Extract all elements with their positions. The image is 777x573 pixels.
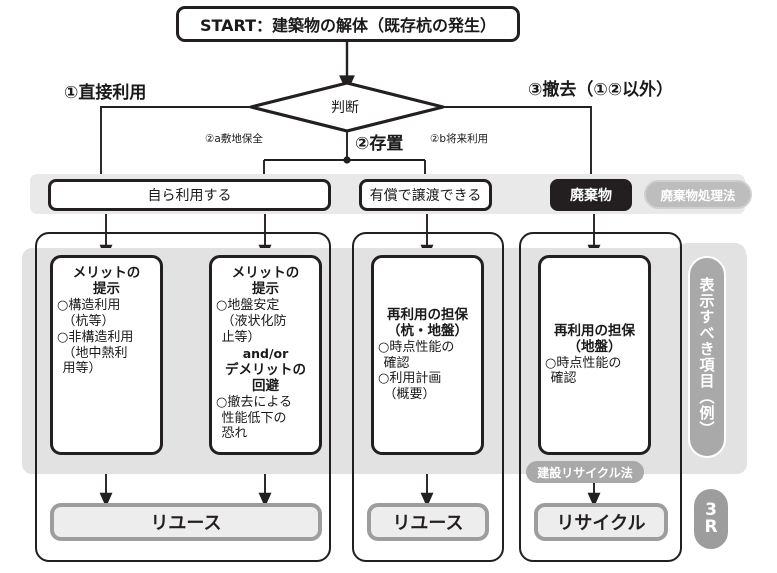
card2-item2-1: 性能低下の xyxy=(221,410,287,426)
card3-item-0: ○時点性能の xyxy=(378,339,455,355)
card3-item-1: 確認 xyxy=(383,355,410,371)
result-label-1: リユース xyxy=(392,513,464,534)
card2-item-2: 止等） xyxy=(221,329,261,345)
card1-item-3: （地中熱利 xyxy=(62,345,128,361)
card1-item-0: ○構造利用 xyxy=(57,297,121,313)
branch-label-removal: ③撤去（①②以外） xyxy=(528,80,674,100)
box-waste: 廃棄物 xyxy=(550,179,632,211)
card1-item-1: （杭等） xyxy=(62,313,115,329)
card1-heading-line2: 提示 xyxy=(93,281,120,298)
card2-heading-line2: 提示 xyxy=(252,281,279,298)
branch-label-direct-use: ①直接利用 xyxy=(64,83,147,103)
card2-item-0: ○地盤安定 xyxy=(216,297,280,313)
card1-item-4: 用等） xyxy=(62,361,102,377)
card3-item-2: ○利用計画 xyxy=(378,371,442,387)
card2-connector: and/or xyxy=(242,345,289,361)
card3-heading-line2: （杭・地盤） xyxy=(387,323,468,340)
card3-item-3: （概要） xyxy=(383,387,436,403)
card4-item-1: 確認 xyxy=(550,371,577,387)
branch-label-keep: ②存置 xyxy=(355,134,404,154)
start-box: START：建築物の解体（既存杭の発生） xyxy=(176,6,520,42)
card4-heading-line1: 再利用の担保 xyxy=(554,322,635,339)
box-self-use: 自ら利用する xyxy=(48,179,331,211)
group-frame-reuse-transfer xyxy=(352,232,504,562)
group-frame-recycle xyxy=(519,232,682,562)
detail-card-reuse-assurance-pile-ground: 再利用の担保 （杭・地盤） ○時点性能の 確認 ○利用計画 （概要） xyxy=(371,255,484,455)
pill-construction-recycling-law: 建設リサイクル法 xyxy=(526,461,644,483)
pill-3r-line1: 3 xyxy=(705,500,717,520)
decision-node: 判断 xyxy=(290,92,400,122)
detail-card-merit-ground: メリットの 提示 ○地盤安定 （液状化防 止等） and/or デメリットの 回… xyxy=(209,255,322,455)
pill-display-items-label: 表示すべき項目（例） xyxy=(697,277,716,437)
pill-3r: 3 R xyxy=(694,489,728,549)
card2-item2-2: 恐れ xyxy=(221,426,248,442)
pill-display-items: 表示すべき項目（例） xyxy=(688,256,726,458)
card2-item2-0: ○撤去による xyxy=(216,394,292,410)
card2-heading-line1: メリットの xyxy=(231,265,300,281)
pill-construction-recycling-law-label: 建設リサイクル法 xyxy=(537,465,633,480)
card2-item-1: （液状化防 xyxy=(221,313,287,329)
card1-item-2: ○非構造利用 xyxy=(57,329,134,345)
pill-waste-disposal-law: 廃棄物処理法 xyxy=(644,180,752,209)
detail-card-reuse-assurance-ground: 再利用の担保 （地盤） ○時点性能の 確認 xyxy=(538,255,651,455)
decision-label: 判断 xyxy=(331,100,359,116)
detail-card-merit-structural: メリットの 提示 ○構造利用 （杭等） ○非構造利用 （地中熱利 用等） xyxy=(50,255,163,455)
branch-label-keep-b: ②b将来利用 xyxy=(430,133,489,145)
pill-waste-disposal-law-label: 廃棄物処理法 xyxy=(660,188,736,203)
result-label-0: リユース xyxy=(150,513,222,534)
result-box-reuse-transfer: リユース xyxy=(367,503,489,541)
box-self-use-label: 自ら利用する xyxy=(147,188,232,204)
card3-heading-line1: 再利用の担保 xyxy=(387,306,468,323)
start-label: START：建築物の解体（既存杭の発生） xyxy=(199,16,497,35)
result-box-reuse-self: リユース xyxy=(50,503,322,541)
branch-label-keep-a: ②a敷地保全 xyxy=(205,133,263,145)
card4-heading-line2: （地盤） xyxy=(567,339,622,356)
card2-heading2-line1: デメリットの xyxy=(225,361,306,378)
card1-heading-line1: メリットの xyxy=(72,265,141,281)
result-label-2: リサイクル xyxy=(556,513,646,534)
pill-3r-line2: R xyxy=(704,517,718,537)
card2-heading2-line2: 回避 xyxy=(252,378,279,395)
box-waste-label: 廃棄物 xyxy=(570,188,612,204)
box-paid-transfer-label: 有償で譲渡できる xyxy=(369,188,482,204)
result-box-recycle: リサイクル xyxy=(534,503,668,541)
box-paid-transfer: 有償で譲渡できる xyxy=(359,179,492,211)
group-frame-reuse-self xyxy=(35,232,331,562)
card4-item-0: ○時点性能の xyxy=(545,355,622,371)
